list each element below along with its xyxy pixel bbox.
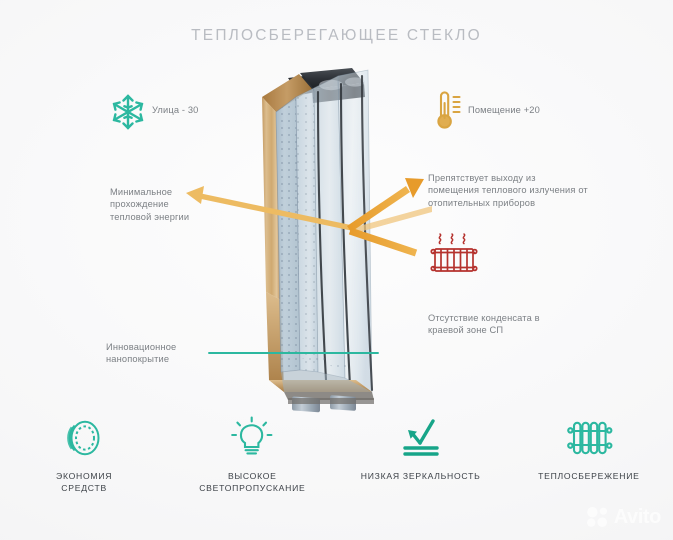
reflected-heat-arrow xyxy=(346,178,424,232)
frame-left-bottom xyxy=(266,292,284,392)
glass-front-face xyxy=(337,69,373,393)
radiator-icon xyxy=(564,416,614,460)
thermometer-icon xyxy=(430,88,464,132)
glass-pane-second xyxy=(295,87,319,373)
pane-edge-lines xyxy=(316,74,374,392)
frame-top-bevel xyxy=(262,74,312,112)
low-reflectivity-icon xyxy=(395,416,447,460)
scatter-band xyxy=(352,206,432,234)
feature-label-heat-saving: ТЕПЛОСБЕРЕЖЕНИЕ xyxy=(538,471,640,481)
outside-temperature-label: Улица - 30 xyxy=(152,105,199,115)
incoming-heat-arrow xyxy=(348,227,418,257)
insulated-glass-unit xyxy=(262,68,374,413)
snowflake-icon xyxy=(108,92,148,132)
feature-item-heat-saving: ТЕПЛОСБЕРЕЖЕНИЕ xyxy=(505,416,673,506)
avito-logo-mark xyxy=(586,507,607,527)
frame-bottom-sill xyxy=(269,370,374,413)
spacer-bars-top xyxy=(288,68,365,103)
feature-item-savings: ЭКОНОМИЯ СРЕДСТВ xyxy=(0,416,168,506)
inside-temperature-label: Помещение +20 xyxy=(468,105,540,115)
radiator-heat-icon xyxy=(428,232,484,282)
desiccant-band xyxy=(285,350,348,372)
lightbulb-icon xyxy=(229,416,275,460)
glass-pane-outer xyxy=(275,96,301,373)
nanocoating-note: Инновационное нанопокрытие xyxy=(106,342,177,365)
frame-left-stile xyxy=(262,97,281,300)
avito-watermark: Avito xyxy=(586,506,661,528)
feature-item-low-reflectivity: НИЗКАЯ ЗЕРКАЛЬНОСТЬ xyxy=(337,416,505,506)
feature-list: ЭКОНОМИЯ СРЕДСТВ xyxy=(0,416,673,506)
feature-label-savings: ЭКОНОМИЯ СРЕДСТВ xyxy=(56,471,113,493)
heat-retention-note: Препятствует выходу из помещения теплово… xyxy=(428,173,588,208)
condensation-note: Отсутствие конденсата в краевой зоне СП xyxy=(428,313,540,336)
glass-pane-third xyxy=(313,75,346,379)
feature-label-light-transmission: ВЫСОКОЕ СВЕТОПРОПУСКАНИЕ xyxy=(199,471,306,493)
coin-icon xyxy=(63,416,105,460)
feature-label-low-reflectivity: НИЗКАЯ ЗЕРКАЛЬНОСТЬ xyxy=(360,471,481,481)
avito-logo-text: Avito xyxy=(613,506,662,528)
minimal-heat-transfer-note: Минимальное прохождение тепловой энергии xyxy=(110,187,190,222)
page-title: ТЕПЛОСБЕРЕГАЮЩЕЕ СТЕКЛО xyxy=(191,27,482,44)
feature-item-light-transmission: ВЫСОКОЕ СВЕТОПРОПУСКАНИЕ xyxy=(168,416,336,506)
